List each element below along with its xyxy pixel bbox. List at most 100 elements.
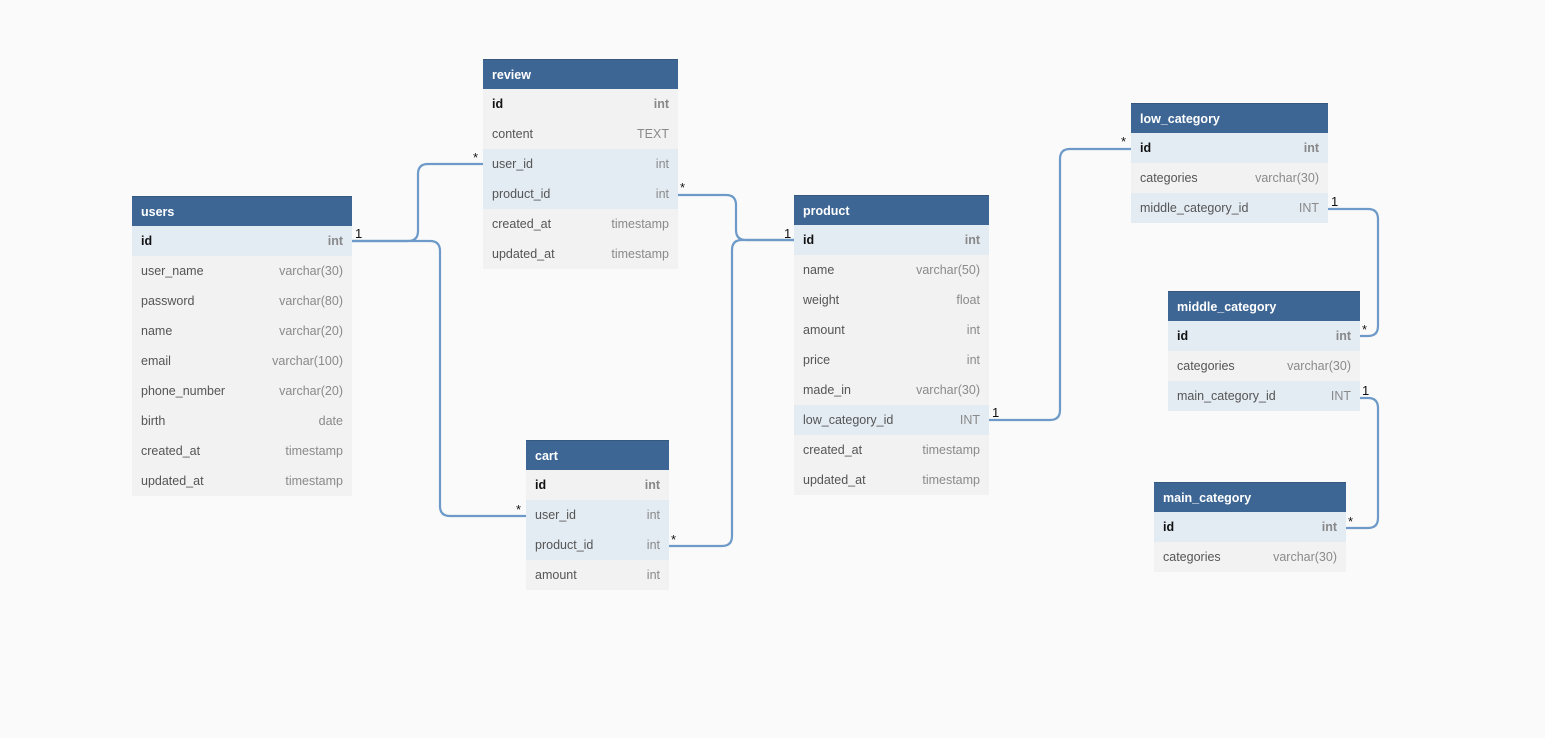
- column-type: INT: [1298, 201, 1319, 215]
- column-type: timestamp: [611, 247, 669, 261]
- table-users[interactable]: users id int user_name varchar(30) passwor…: [132, 196, 352, 496]
- column-type: INT: [959, 413, 980, 427]
- column-type: varchar(20): [279, 324, 343, 338]
- card-users-1: 1: [355, 226, 362, 241]
- column-type: int: [655, 157, 669, 171]
- column-name: id: [1140, 141, 1152, 155]
- table-title[interactable]: middle_category: [1168, 291, 1360, 321]
- column-name: amount: [803, 323, 845, 337]
- column-type: INT: [1330, 389, 1351, 403]
- column-name: categories: [1140, 171, 1198, 185]
- table-row[interactable]: categories varchar(30): [1154, 542, 1346, 572]
- card-review-userid-many: *: [473, 150, 478, 165]
- column-name: created_at: [803, 443, 863, 457]
- column-name: user_id: [492, 157, 533, 171]
- card-lowcat-middle-1: 1: [1331, 194, 1338, 209]
- column-name: created_at: [492, 217, 552, 231]
- column-type: varchar(100): [272, 354, 343, 368]
- column-type: int: [1321, 520, 1337, 534]
- column-name: updated_at: [803, 473, 866, 487]
- table-title[interactable]: main_category: [1154, 482, 1346, 512]
- table-title[interactable]: review: [483, 59, 678, 89]
- column-type: varchar(30): [916, 383, 980, 397]
- table-title[interactable]: low_category: [1131, 103, 1328, 133]
- column-type: date: [318, 414, 343, 428]
- column-name: id: [803, 233, 815, 247]
- column-type: varchar(30): [1255, 171, 1319, 185]
- column-name: weight: [803, 293, 840, 307]
- card-maincat-many: *: [1348, 514, 1353, 529]
- column-type: varchar(30): [279, 264, 343, 278]
- column-name: amount: [535, 568, 577, 582]
- table-row[interactable]: id int: [132, 226, 352, 256]
- table-row[interactable]: updated_at timestamp: [483, 239, 678, 269]
- column-name: updated_at: [492, 247, 555, 261]
- column-type: int: [327, 234, 343, 248]
- column-name: price: [803, 353, 831, 367]
- column-name: product_id: [535, 538, 594, 552]
- table-row[interactable]: user_id int: [483, 149, 678, 179]
- column-name: password: [141, 294, 195, 308]
- table-title[interactable]: product: [794, 195, 989, 225]
- column-name: product_id: [492, 187, 551, 201]
- column-type: varchar(20): [279, 384, 343, 398]
- table-title[interactable]: users: [132, 196, 352, 226]
- relation-users-cart: [352, 239, 526, 518]
- table-title[interactable]: cart: [526, 440, 669, 470]
- card-product-lowcat-1: 1: [992, 405, 999, 420]
- card-cart-userid-many: *: [516, 502, 521, 517]
- relation-middlecat-maincat: [1346, 396, 1380, 530]
- column-name: name: [803, 263, 835, 277]
- column-type: timestamp: [922, 473, 980, 487]
- table-row[interactable]: password varchar(80): [132, 286, 352, 316]
- table-row[interactable]: user_name varchar(30): [132, 256, 352, 286]
- column-name: id: [1177, 329, 1189, 343]
- column-name: content: [492, 127, 534, 141]
- table-row[interactable]: low_category_id INT: [794, 405, 989, 435]
- column-type: varchar(80): [279, 294, 343, 308]
- card-middlecat-main-1: 1: [1362, 383, 1369, 398]
- column-type: varchar(30): [1273, 550, 1337, 564]
- column-name: low_category_id: [803, 413, 894, 427]
- column-name: categories: [1163, 550, 1221, 564]
- table-row[interactable]: categories varchar(30): [1131, 163, 1328, 193]
- column-name: id: [141, 234, 153, 248]
- column-type: int: [646, 508, 660, 522]
- column-name: user_name: [141, 264, 204, 278]
- table-row[interactable]: updated_at timestamp: [794, 465, 989, 495]
